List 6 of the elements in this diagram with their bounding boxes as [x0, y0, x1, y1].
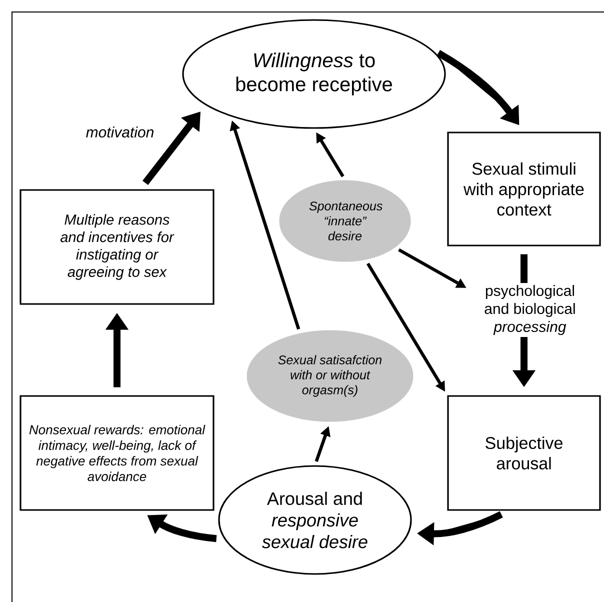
- stage-box: Sexual stimuli with appropriate context: [447, 132, 601, 246]
- reward-box: Nonsexual rewards: emotional intimacy, well-being, lack of negative effects from sexual avoidance: [20, 395, 214, 511]
- edge-label: motivation: [78, 124, 162, 140]
- reasons-box: Multiple reasons and incentives for instigating or agreeing to sex: [20, 189, 214, 305]
- edge-label: psychological and biological processing: [470, 283, 590, 337]
- stage-box: Subjective arousal: [447, 395, 601, 511]
